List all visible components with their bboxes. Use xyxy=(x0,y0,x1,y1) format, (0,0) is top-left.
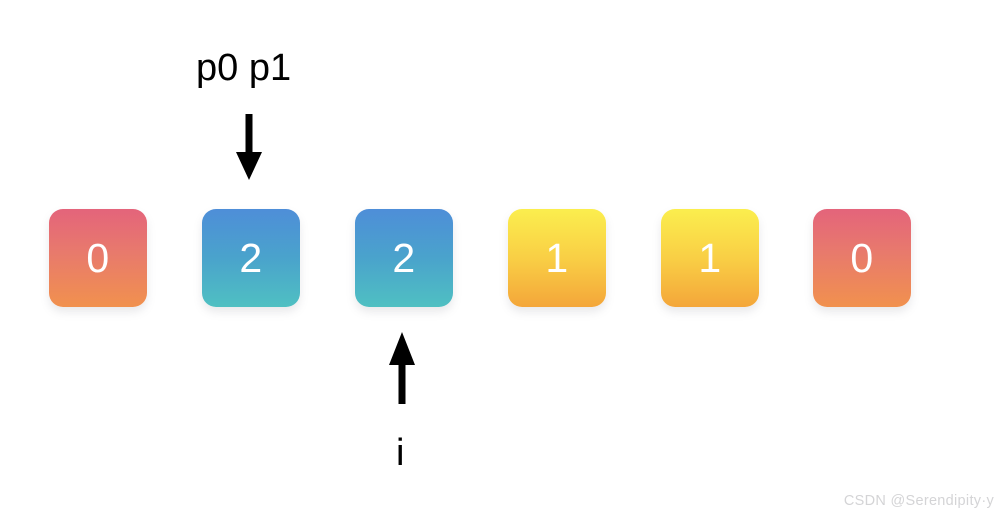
pointer-label-p0-p1: p0 p1 xyxy=(196,47,292,89)
array-cell-value: 0 xyxy=(86,234,110,281)
array-cell: 0 xyxy=(49,209,147,307)
array-cell-value: 2 xyxy=(392,234,416,281)
array-cell: 0 xyxy=(813,209,911,307)
pointer-label-i: i xyxy=(396,432,405,474)
array-cell-value: 2 xyxy=(239,234,263,281)
array-cell-value: 1 xyxy=(545,234,569,281)
array-cell-value: 1 xyxy=(698,234,722,281)
array-cell: 2 xyxy=(355,209,453,307)
arrow-down-icon xyxy=(236,114,262,180)
arrow-up-icon xyxy=(389,332,415,404)
array-cell: 2 xyxy=(202,209,300,307)
array-cell-value: 0 xyxy=(850,234,874,281)
array-cell: 1 xyxy=(508,209,606,307)
array-cell: 1 xyxy=(661,209,759,307)
watermark: CSDN @Serendipity·y xyxy=(843,493,994,509)
